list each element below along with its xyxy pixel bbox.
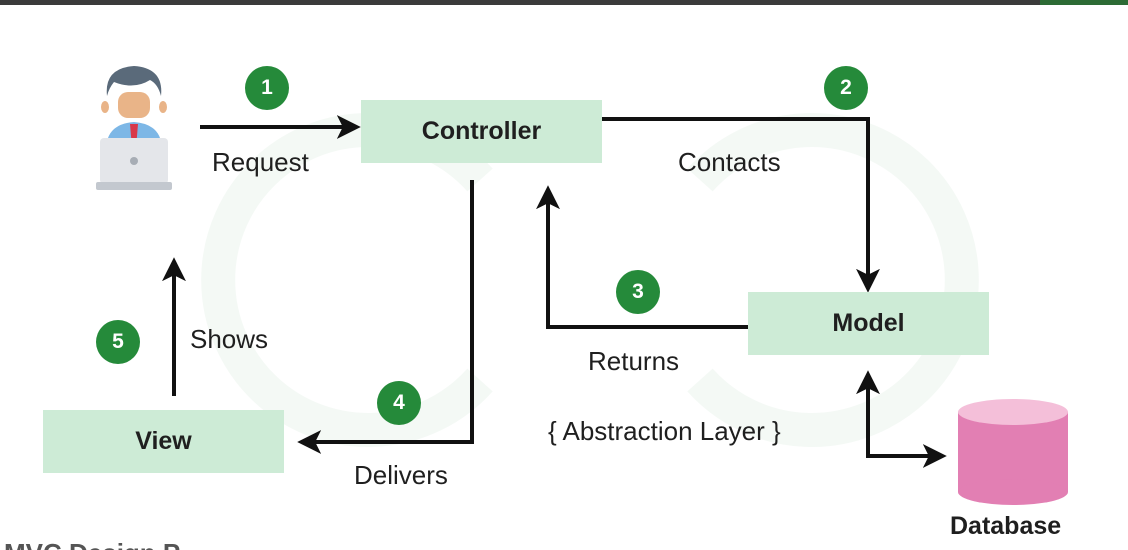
step-badge-4: 4 [377,381,421,425]
top-border-accent [1040,0,1128,5]
model-box: Model [748,292,989,355]
database-label: Database [950,512,1062,540]
database-cylinder-icon [958,399,1068,505]
label-request: Request [212,147,309,177]
step-badge-2: 2 [824,66,868,110]
step-badge-5: 5 [96,320,140,364]
label-delivers: Delivers [354,460,448,490]
user-at-laptop-icon [96,66,172,190]
step-badge-1: 1 [245,66,289,110]
arrow-returns [536,185,748,329]
step-badge-3: 3 [616,270,660,314]
label-returns: Returns [588,346,680,376]
label-shows: Shows [190,324,269,354]
arrow-delivers [297,180,474,454]
abstraction-layer-label: { Abstraction Layer } [548,416,781,446]
label-contacts: Contacts [678,147,781,177]
arrow-contacts [602,117,880,293]
view-box: View [43,410,284,473]
caption-cut-off: MVC Design P [4,538,180,550]
arrow-model-database [856,370,947,468]
controller-box: Controller [361,100,602,163]
top-border [0,0,1128,5]
watermark-logo [201,113,979,447]
